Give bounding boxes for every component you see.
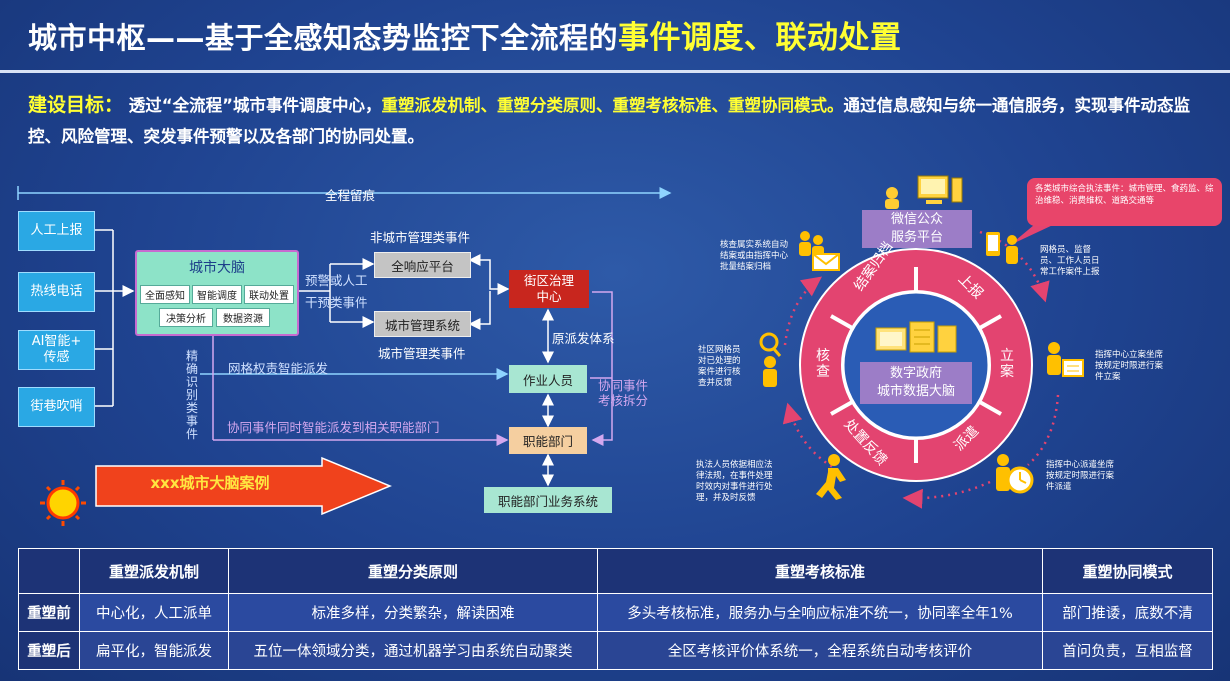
segment-verify: 核查 bbox=[816, 348, 830, 380]
dept-box[interactable]: 职能部门 bbox=[509, 427, 587, 454]
coop-split-label: 协同事件 考核拆分 bbox=[598, 378, 649, 408]
goal-text-1: 透过“全流程”城市事件调度中心， bbox=[128, 96, 382, 115]
title-divider bbox=[0, 70, 1230, 73]
note-verify: 社区网格员对已处理的案件进行核查并反馈 bbox=[698, 345, 741, 388]
city-brain-box[interactable]: 城市大脑 全面感知 智能调度 联动处置 决策分析 数据资源 bbox=[135, 250, 299, 336]
table-cell: 全区考核评价体系统一，全程系统自动考核评价 bbox=[597, 631, 1043, 670]
comparison-table: 重塑派发机制 重塑分类原则 重塑考核标准 重塑协同模式 重塑前 中心化，人工派单… bbox=[18, 548, 1213, 670]
hotline-platform-box[interactable]: 全响应平台 bbox=[374, 252, 471, 278]
goal-text-2: 通过信息感知与统一通信服务，实现事件动态监控、风险管理、突发事件预警以及各部门的… bbox=[28, 96, 1190, 146]
table-row: 重塑后 扁平化，智能派发 五位一体领域分类，通过机器学习由系统自动聚类 全区考核… bbox=[18, 631, 1213, 670]
classify-label: 精 确 识 别 类 事 件 bbox=[186, 349, 199, 441]
table-header-cell: 重塑考核标准 bbox=[597, 548, 1043, 594]
source-hotline[interactable]: 热线电话 bbox=[18, 272, 95, 312]
table-header-cell: 重塑分类原则 bbox=[228, 548, 598, 594]
goal-label: 建设目标： bbox=[28, 94, 124, 116]
table-header-cell: 重塑派发机制 bbox=[79, 548, 229, 594]
table-cell: 首问负责，互相监督 bbox=[1042, 631, 1213, 670]
digital-gov-box[interactable]: 数字政府 城市数据大脑 bbox=[860, 362, 972, 404]
non-city-label: 非城市管理类事件 bbox=[370, 230, 471, 245]
module-decision: 决策分析 bbox=[159, 308, 213, 327]
sun-icon bbox=[40, 480, 86, 526]
magnifier-icon bbox=[759, 332, 782, 387]
source-whistle[interactable]: 街巷吹哨 bbox=[18, 387, 95, 427]
note-dispatch: 指挥中心派遣坐席按规定时限进行案件派遣 bbox=[1046, 460, 1115, 492]
title-highlight: 事件调度、联动处置 bbox=[618, 20, 902, 56]
source-label: 人工上报 bbox=[30, 223, 83, 238]
source-manual-report[interactable]: 人工上报 bbox=[18, 211, 95, 251]
goal-text-highlight: 重塑派发机制、重塑分类原则、重塑考核标准、重塑协同模式。 bbox=[381, 96, 844, 115]
worker-box[interactable]: 作业人员 bbox=[509, 365, 587, 393]
predispatch-label: 预警或人工 干预类事件 bbox=[305, 273, 368, 310]
title-main: 城市中枢——基于全感知态势监控下全流程的 bbox=[28, 21, 619, 55]
clock-dispatch-icon bbox=[996, 454, 1034, 494]
row-label: 重塑后 bbox=[18, 631, 80, 670]
page-title: 城市中枢——基于全感知态势监控下全流程的事件调度、联动处置 bbox=[28, 12, 902, 57]
module-perception: 全面感知 bbox=[140, 285, 190, 304]
city-brain-title: 城市大脑 bbox=[189, 260, 245, 276]
module-coordination: 联动处置 bbox=[244, 285, 294, 304]
runner-icon bbox=[816, 454, 846, 500]
register-icon bbox=[1047, 342, 1084, 377]
table-cell: 五位一体领域分类，通过机器学习由系统自动聚类 bbox=[228, 631, 598, 670]
case-label[interactable]: xxx城市大脑案例 bbox=[150, 474, 270, 492]
module-dispatch: 智能调度 bbox=[192, 285, 242, 304]
goal-paragraph: 建设目标： 透过“全流程”城市事件调度中心，重塑派发机制、重塑分类原则、重塑考核… bbox=[28, 90, 1218, 152]
worker-mail-icon bbox=[799, 231, 840, 271]
table-cell: 标准多样，分类繁杂，解读困难 bbox=[228, 593, 598, 632]
trace-label: 全程留痕 bbox=[325, 188, 376, 203]
segment-register: 立案 bbox=[1000, 348, 1014, 380]
table-cell: 扁平化，智能派发 bbox=[79, 631, 229, 670]
grid-dispatch-label: 网格权责智能派发 bbox=[228, 361, 329, 376]
dept-dispatch-label: 协同事件同时智能派发到相关职能部门 bbox=[227, 420, 440, 435]
source-label: AI智能+ 传感 bbox=[31, 334, 82, 365]
module-data: 数据资源 bbox=[216, 308, 270, 327]
note-handle: 执法人员依据相应法律法规，在事件处理时效内对事件进行处理，并及时反馈 bbox=[696, 460, 773, 503]
note-register: 指挥中心立案坐席按规定时限进行案件立案 bbox=[1095, 350, 1164, 382]
city-mgmt-system-box[interactable]: 城市管理系统 bbox=[374, 311, 471, 337]
table-cell: 多头考核标准，服务办与全响应标准不统一，协同率全年1% bbox=[597, 593, 1043, 632]
note-report: 网格员、监督员、工作人员日常工作案件上报 bbox=[1040, 245, 1100, 277]
wechat-platform-box[interactable]: 微信公众 服务平台 bbox=[862, 210, 972, 248]
original-dispatch-label: 原派发体系 bbox=[552, 331, 615, 346]
table-row: 重塑前 中心化，人工派单 标准多样，分类繁杂，解读困难 多头考核标准，服务办与全… bbox=[18, 593, 1213, 632]
note-archive: 核查属实系统自动结案或由指挥中心批量结案归档 bbox=[720, 240, 789, 272]
phone-report-icon bbox=[986, 232, 1018, 264]
city-event-label: 城市管理类事件 bbox=[378, 346, 466, 361]
table-cell: 中心化，人工派单 bbox=[79, 593, 229, 632]
table-cell: 部门推诿，底数不清 bbox=[1042, 593, 1213, 632]
source-label: 热线电话 bbox=[30, 284, 83, 299]
table-header-cell: 重塑协同模式 bbox=[1042, 548, 1213, 594]
table-header-cell bbox=[18, 548, 80, 594]
dept-system-box[interactable]: 职能部门业务系统 bbox=[484, 487, 612, 513]
source-ai-sensor[interactable]: AI智能+ 传感 bbox=[18, 330, 95, 370]
row-label: 重塑前 bbox=[18, 593, 80, 632]
event-types-callout: 各类城市综合执法事件：城市管理、食药监、综治维稳、消费维权、道路交通等 bbox=[1027, 178, 1222, 226]
source-label: 街巷吹哨 bbox=[30, 399, 83, 414]
table-header-row: 重塑派发机制 重塑分类原则 重塑考核标准 重塑协同模式 bbox=[18, 548, 1213, 594]
street-governance-box[interactable]: 街区治理 中心 bbox=[509, 270, 589, 308]
